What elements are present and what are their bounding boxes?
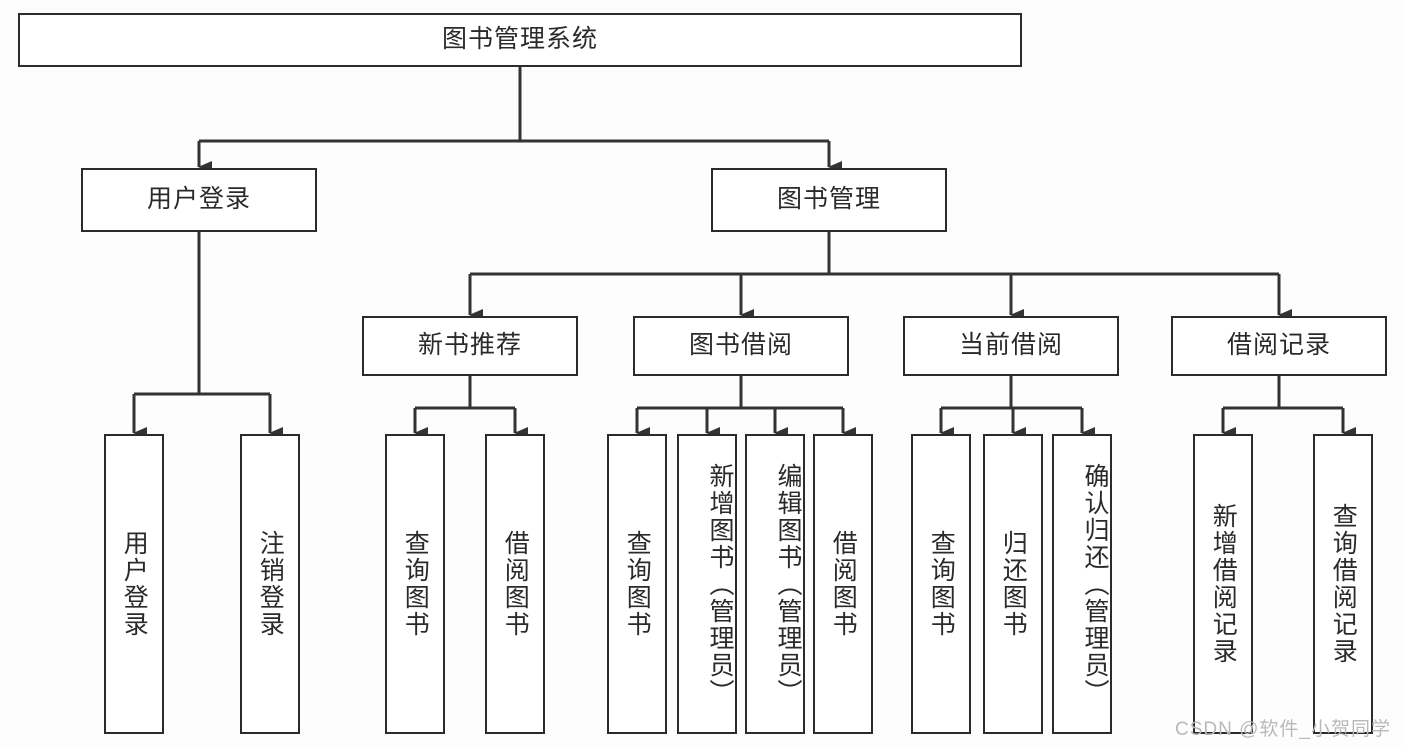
node-user-login[interactable]: 用户登录 <box>81 168 317 232</box>
node-leaf-return-book[interactable]: 归还图书 <box>983 434 1043 734</box>
node-leaf-user-login[interactable]: 用户登录 <box>104 434 164 734</box>
node-leaf-borrow-book-rec[interactable]: 借阅图书 <box>485 434 545 734</box>
node-label: 查询图书 <box>927 530 956 638</box>
node-label: 借阅图书 <box>501 530 530 638</box>
node-label: 查询图书 <box>401 530 430 638</box>
node-leaf-confirm-return[interactable]: 确认归还（管理员） <box>1052 434 1112 734</box>
node-label: 图书管理系统 <box>441 25 598 54</box>
node-label: 查询借阅记录 <box>1329 503 1358 665</box>
node-label: 编辑图书（管理员） <box>774 462 802 706</box>
node-leaf-add-record[interactable]: 新增借阅记录 <box>1193 434 1253 734</box>
node-label: 新书推荐 <box>417 331 522 360</box>
node-label: 用户登录 <box>120 530 149 638</box>
node-label: 借阅记录 <box>1226 331 1331 360</box>
node-label: 查询图书 <box>623 530 652 638</box>
node-label: 新增图书（管理员） <box>706 462 734 706</box>
csdn-watermark: CSDN @软件_小贺同学 <box>1175 719 1391 740</box>
node-book-borrow[interactable]: 图书借阅 <box>633 316 849 376</box>
node-label: 归还图书 <box>999 530 1028 638</box>
node-borrow-record[interactable]: 借阅记录 <box>1171 316 1387 376</box>
node-new-book-rec[interactable]: 新书推荐 <box>362 316 578 376</box>
node-leaf-add-book[interactable]: 新增图书（管理员） <box>677 434 737 734</box>
node-leaf-query-book-current[interactable]: 查询图书 <box>911 434 971 734</box>
node-label: 图书借阅 <box>688 331 793 360</box>
node-label: 当前借阅 <box>958 331 1063 360</box>
node-book-manage[interactable]: 图书管理 <box>711 168 947 232</box>
node-label: 注销登录 <box>256 530 285 638</box>
node-leaf-logout[interactable]: 注销登录 <box>240 434 300 734</box>
node-leaf-query-record[interactable]: 查询借阅记录 <box>1313 434 1373 734</box>
node-label: 确认归还（管理员） <box>1081 462 1109 706</box>
node-leaf-borrow-book[interactable]: 借阅图书 <box>813 434 873 734</box>
node-label: 用户登录 <box>146 185 251 214</box>
node-leaf-query-book-borrow[interactable]: 查询图书 <box>607 434 667 734</box>
node-label: 新增借阅记录 <box>1209 503 1238 665</box>
node-current-borrow[interactable]: 当前借阅 <box>903 316 1119 376</box>
node-leaf-edit-book[interactable]: 编辑图书（管理员） <box>745 434 805 734</box>
node-label: 借阅图书 <box>829 530 858 638</box>
node-leaf-query-book-rec[interactable]: 查询图书 <box>385 434 445 734</box>
node-label: 图书管理 <box>776 185 881 214</box>
node-root[interactable]: 图书管理系统 <box>18 13 1022 67</box>
